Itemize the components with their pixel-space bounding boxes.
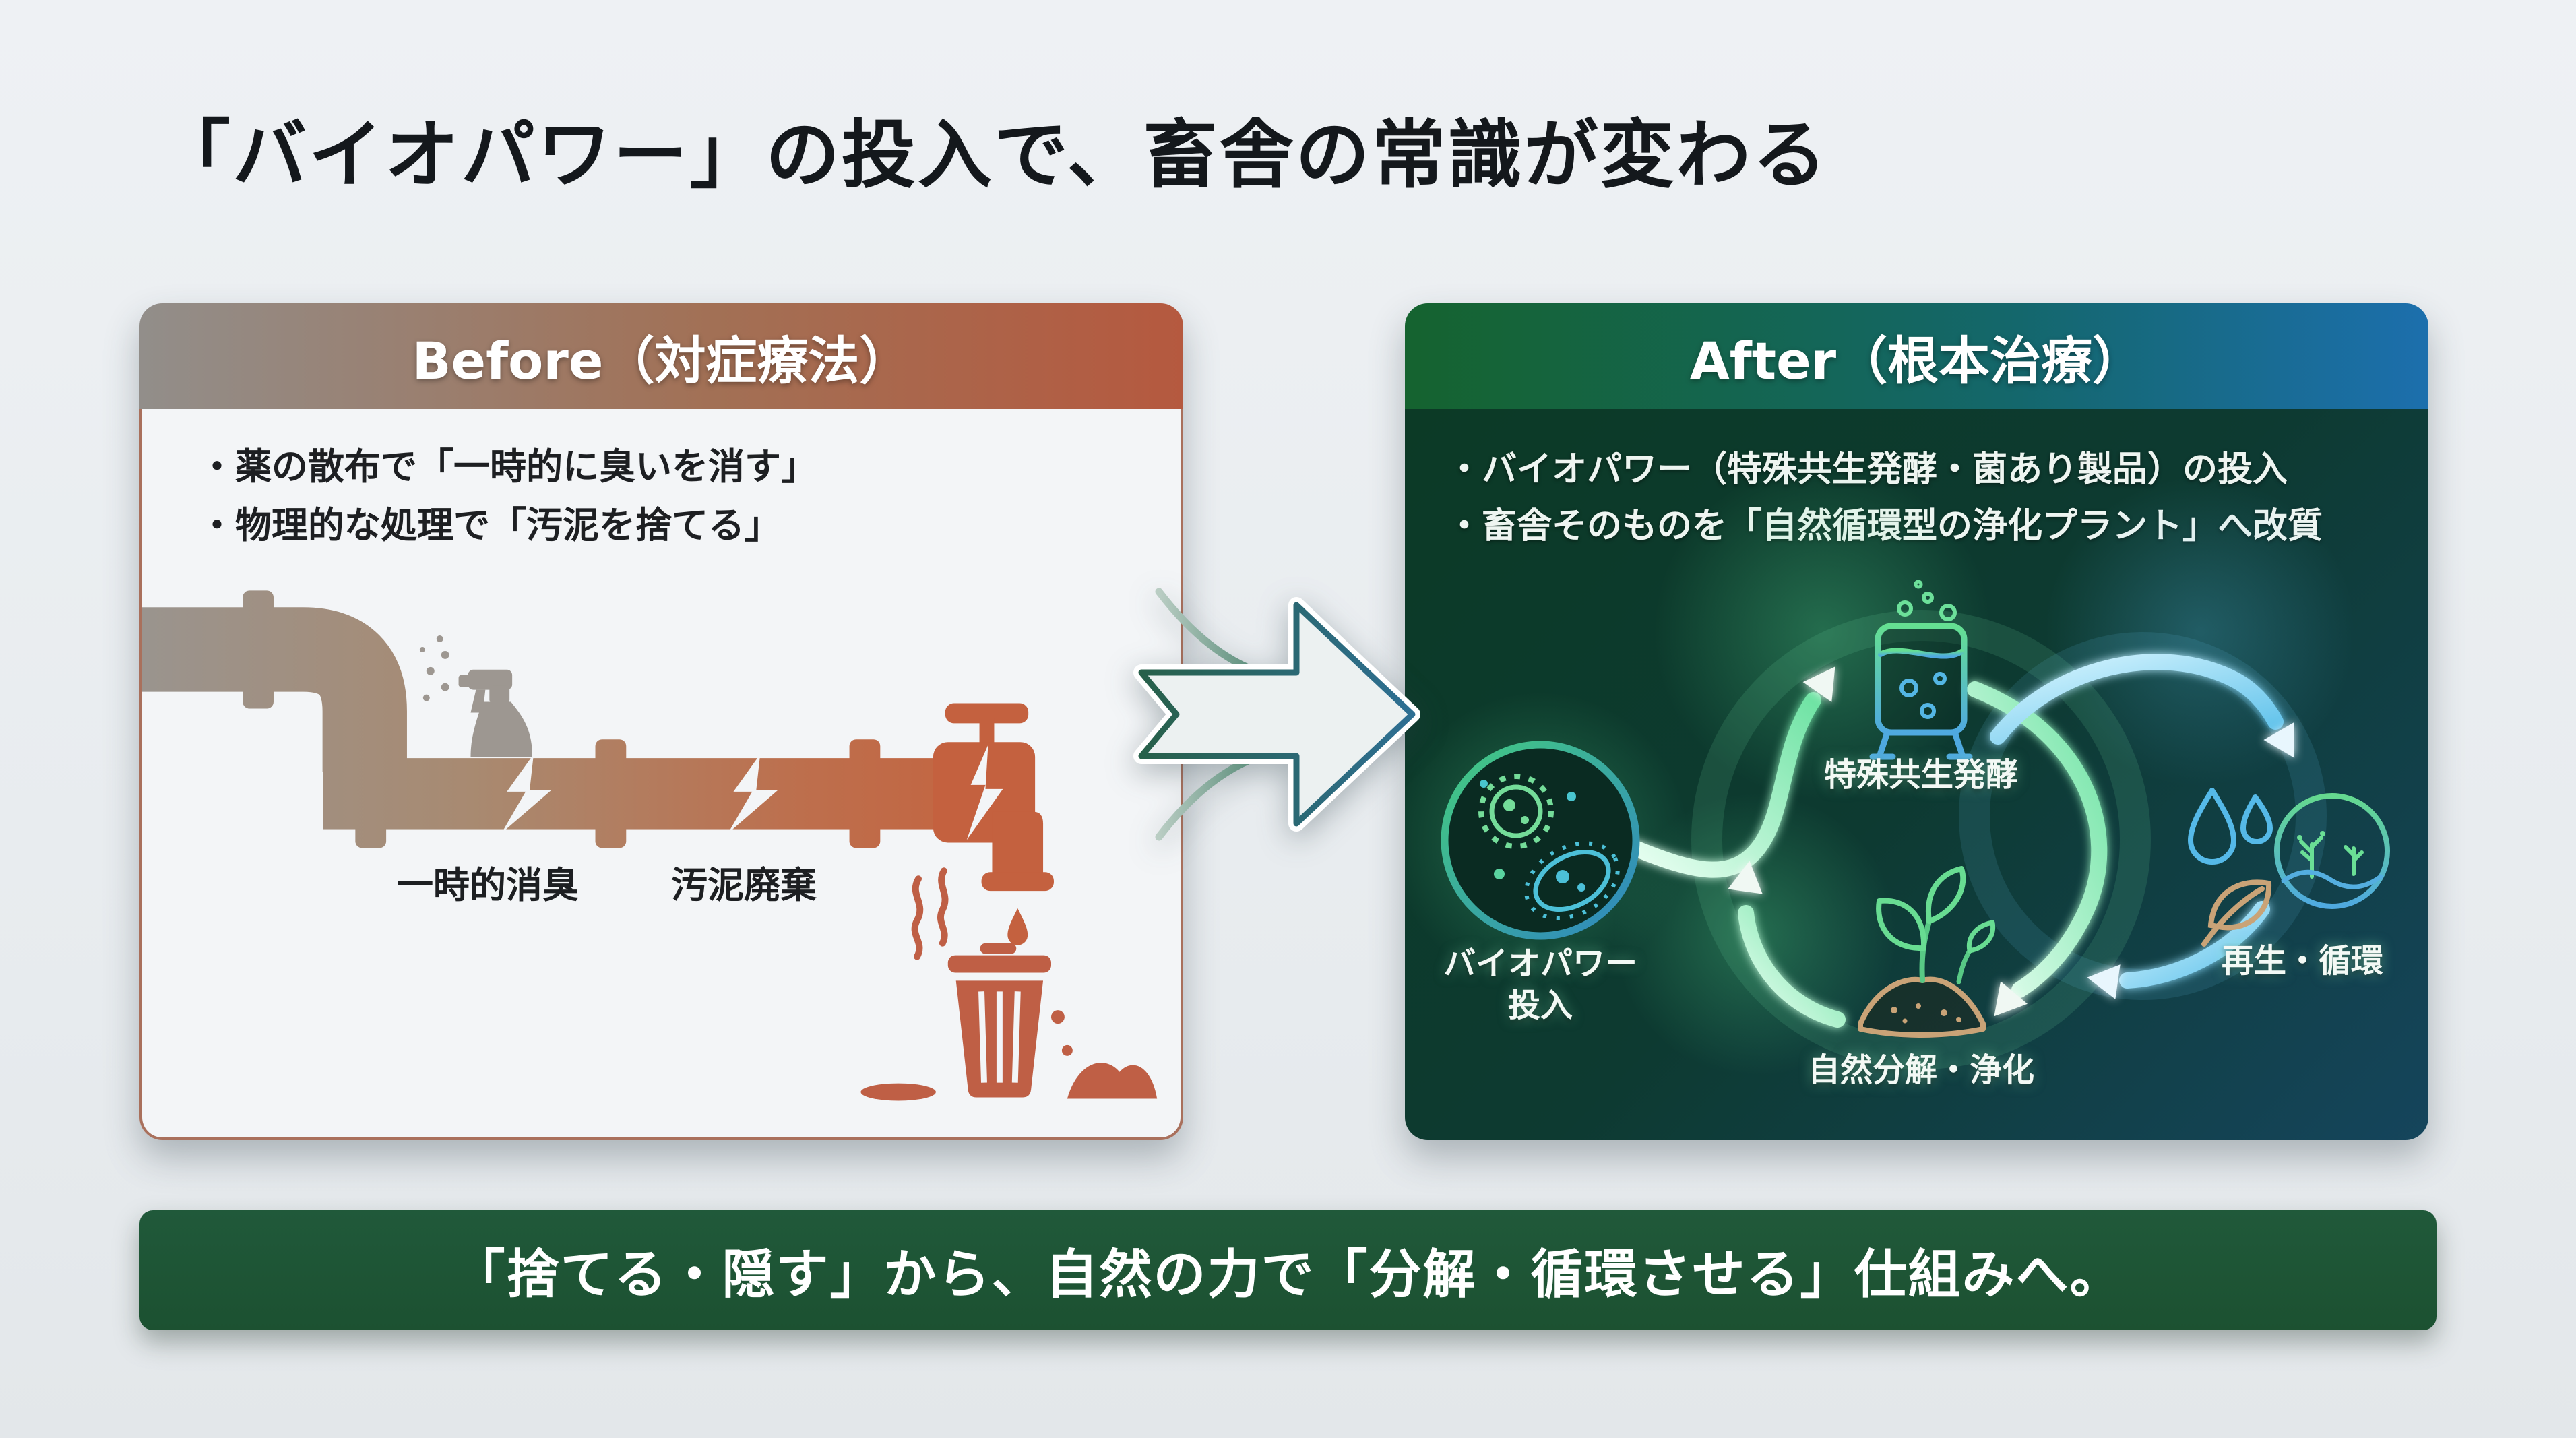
transition-arrow-icon [1133,588,1420,841]
after-bullet-2: ・畜舎そのものを「自然循環型の浄化プラント」へ改質 [1447,506,2323,547]
after-bullet-1: ・バイオパワー（特殊共生発酵・菌あり製品）の投入 [1447,449,2288,490]
after-bullets: ・バイオパワー（特殊共生発酵・菌あり製品）の投入 ・畜舎そのものを「自然循環型の… [1447,441,2323,555]
before-panel: Before（対症療法） ・薬の散布で「一時的に臭いを消す」 ・物理的な処理で「… [139,303,1183,1140]
after-panel-body: ・バイオパワー（特殊共生発酵・菌あり製品）の投入 ・畜舎そのものを「自然循環型の… [1405,409,2428,1140]
after-panel: After（根本治療） ・バイオパワー（特殊共生発酵・菌あり製品）の投入 ・畜舎… [1405,303,2428,1140]
cycle-step-ferment-label: 特殊共生発酵 [1823,756,2018,794]
cycle-input-line1: バイオパワー [1443,945,1637,982]
cycle-step-regenerate-label: 再生・循環 [2221,942,2383,980]
faucet-icon [933,703,1054,945]
globe-trees-icon [2274,793,2390,909]
stink-lines-icon [937,867,949,947]
cycle-arrows-icon [1627,610,2327,1069]
page-title: 「バイオパワー」の投入で、畜舎の常識が変わる [156,112,1829,198]
puddle-icon [860,1083,936,1101]
pipe-icon [142,590,947,848]
before-panel-header: Before（対症療法） [139,303,1183,409]
leaf-icon [2201,879,2272,947]
after-panel-header: After（根本治療） [1405,303,2428,409]
fermentation-tank-icon [1869,580,1973,760]
caption-temporary-deodorize: 一時的消臭 [397,864,579,906]
sludge-mound-icon [1067,1063,1158,1099]
spray-bottle-icon [419,635,532,757]
microbe-icon [1441,741,1640,940]
before-bullets: ・薬の散布で「一時的に臭いを消す」 ・物理的な処理で「汚泥を捨てる」 [199,437,817,555]
water-drops-icon [2188,788,2273,865]
drip-icon [1007,908,1028,945]
caption-sludge-disposal: 汚泥廃棄 [671,864,817,906]
before-bullet-2: ・物理的な処理で「汚泥を捨てる」 [199,504,781,547]
summary-banner: 「捨てる・隠す」から、自然の力で「分解・循環させる」仕組みへ。 [139,1210,2437,1330]
pipe-crack-icon [728,754,778,834]
cycle-step-input-label: バイオパワー 投入 [1405,943,1676,1027]
faucet-crack-icon [966,745,1003,840]
pipe-crack-icon [501,754,551,834]
sprout-soil-icon [1858,866,1996,1038]
cycle-step-decompose-label: 自然分解・浄化 [1807,1051,2034,1089]
cycle-input-line2: 投入 [1507,987,1573,1025]
before-bullet-1: ・薬の散布で「一時的に臭いを消す」 [199,445,817,488]
before-panel-body: ・薬の散布で「一時的に臭いを消す」 ・物理的な処理で「汚泥を捨てる」 [139,409,1183,1140]
